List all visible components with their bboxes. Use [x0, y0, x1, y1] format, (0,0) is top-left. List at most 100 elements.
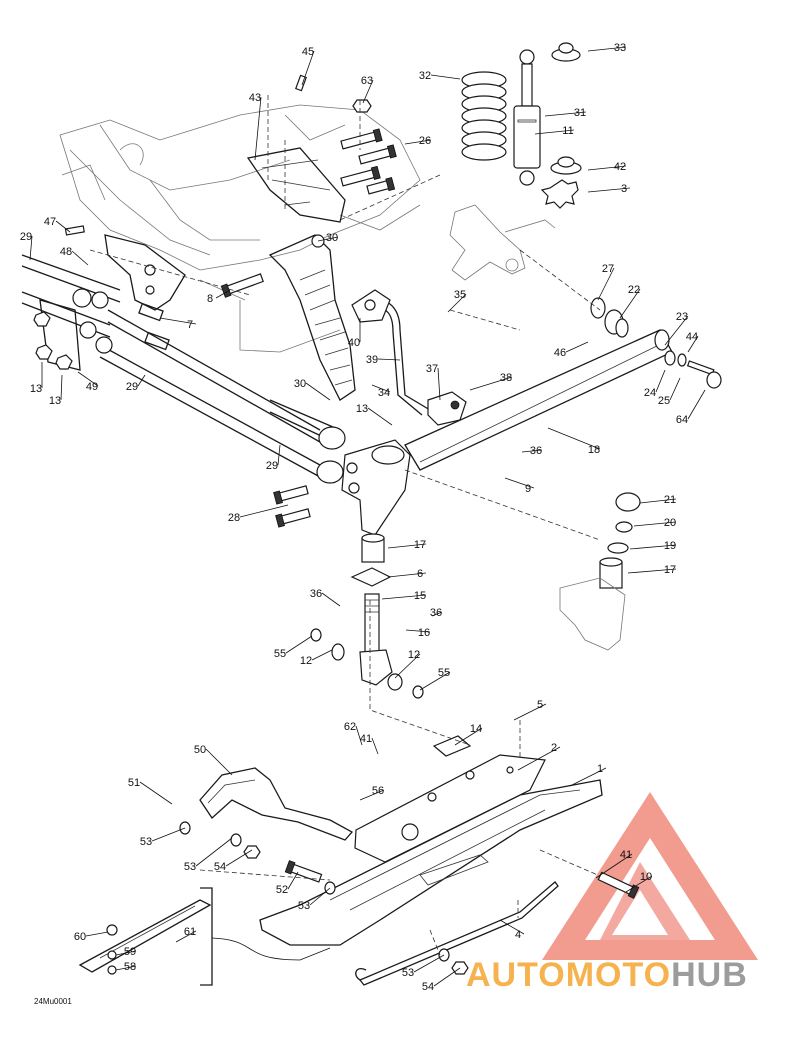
leader-line-c29a — [29, 235, 33, 261]
callout-c56: 56 — [372, 785, 384, 797]
leader-line-c36b — [321, 592, 341, 607]
leader-line-c17b — [627, 568, 677, 574]
callout-c30a: 30 — [326, 232, 338, 244]
callout-c8: 8 — [207, 293, 213, 305]
carbide-detail — [78, 887, 331, 986]
leader-line-c14 — [454, 727, 483, 746]
nuts-53-54 — [179, 821, 469, 975]
rods-29 — [21, 254, 346, 484]
ring-19 — [607, 542, 629, 554]
callout-c30b: 30 — [294, 378, 306, 390]
callout-c59: 59 — [124, 946, 136, 958]
shock-absorber-31 — [513, 49, 541, 186]
leader-line-c10 — [625, 875, 653, 893]
callout-c29b: 29 — [126, 381, 138, 393]
callout-c41a: 41 — [360, 733, 372, 745]
leader-line-c36a — [521, 449, 543, 453]
leader-line-c48 — [71, 250, 89, 266]
callout-c1: 1 — [597, 763, 603, 775]
callout-c52: 52 — [276, 884, 288, 896]
leader-line-c63 — [362, 79, 374, 104]
housing-ghost — [559, 577, 626, 651]
callout-c41b: 41 — [620, 849, 632, 861]
callout-c63: 63 — [361, 75, 373, 87]
leader-line-c46 — [565, 341, 589, 353]
leader-line-c22 — [619, 288, 641, 319]
fastener-45 — [295, 74, 307, 92]
callout-c46: 46 — [554, 347, 566, 359]
leader-line-c62 — [355, 725, 363, 746]
callout-c44: 44 — [686, 331, 698, 343]
leader-line-c7 — [159, 317, 197, 325]
ski-saddle-2 — [354, 754, 546, 863]
callout-c39: 39 — [366, 354, 378, 366]
upper-bracket — [449, 204, 556, 281]
leader-line-c12a — [311, 649, 333, 661]
callout-c54b: 54 — [422, 981, 434, 993]
callout-c48: 48 — [60, 246, 72, 258]
leader-line-c41b — [595, 853, 633, 879]
leader-line-c61 — [175, 930, 197, 943]
leader-line-c41a — [371, 737, 379, 755]
leader-line-c20 — [633, 521, 677, 527]
callout-c32: 32 — [419, 70, 431, 82]
bolt-52 — [284, 860, 323, 883]
callout-c35: 35 — [454, 289, 466, 301]
leader-line-c3 — [587, 187, 631, 193]
spindle-housing — [341, 439, 411, 536]
leader-line-c17a — [387, 543, 427, 549]
leader-line-c56 — [359, 789, 385, 801]
leader-line-c51 — [139, 781, 173, 805]
leader-line-c23 — [664, 315, 689, 346]
handle-50 — [199, 767, 354, 841]
callout-c27: 27 — [602, 263, 614, 275]
spindle-15 — [364, 593, 380, 655]
callout-c29a: 29 — [20, 231, 32, 243]
callout-c51: 51 — [128, 777, 140, 789]
callout-c36b: 36 — [310, 588, 322, 600]
callout-c17a: 17 — [414, 539, 426, 551]
bushing-17a — [361, 533, 385, 563]
callout-c45: 45 — [302, 46, 314, 58]
leader-line-c12b — [394, 653, 421, 679]
logo-triangle-innercut — [612, 890, 668, 935]
chassis-frame — [59, 104, 421, 353]
leader-line-c33 — [587, 46, 627, 52]
leader-line-c39 — [377, 358, 401, 361]
leader-line-c52 — [287, 871, 299, 890]
callout-c53d: 53 — [402, 967, 414, 979]
callout-c43: 43 — [249, 92, 261, 104]
callout-c14: 14 — [470, 723, 482, 735]
watermark-hub: HUB — [671, 956, 748, 994]
leader-line-c32 — [430, 74, 461, 80]
callout-c17b: 17 — [664, 564, 676, 576]
callout-c34: 34 — [378, 387, 390, 399]
callout-c55a: 55 — [274, 648, 286, 660]
leader-line-c31 — [544, 111, 587, 117]
leader-line-c34 — [371, 384, 391, 393]
callout-c4: 4 — [515, 929, 521, 941]
callout-c23: 23 — [676, 311, 688, 323]
leader-line-c13c — [367, 407, 393, 426]
assembly-lines — [89, 95, 601, 956]
leader-line-c36c — [431, 611, 443, 617]
watermark-logo — [542, 792, 758, 960]
bracket-49 — [33, 299, 81, 371]
leader-line-c13b — [60, 374, 63, 401]
callout-c42: 42 — [614, 161, 626, 173]
bolt-47 — [64, 225, 85, 236]
leader-line-c25 — [669, 377, 681, 401]
callout-c64: 64 — [676, 414, 688, 426]
callout-c53a: 53 — [140, 836, 152, 848]
callout-c20: 20 — [664, 517, 676, 529]
leader-line-c35 — [447, 293, 467, 313]
callout-c7: 7 — [187, 319, 193, 331]
callout-c29c: 29 — [266, 460, 278, 472]
leader-line-c19 — [629, 544, 677, 550]
leader-line-c53c — [309, 887, 331, 906]
callout-c12a: 12 — [300, 655, 312, 667]
callout-c38: 38 — [500, 372, 512, 384]
callout-c21: 21 — [664, 494, 676, 506]
bolts-26 — [340, 128, 397, 195]
leader-line-c24 — [655, 369, 666, 393]
